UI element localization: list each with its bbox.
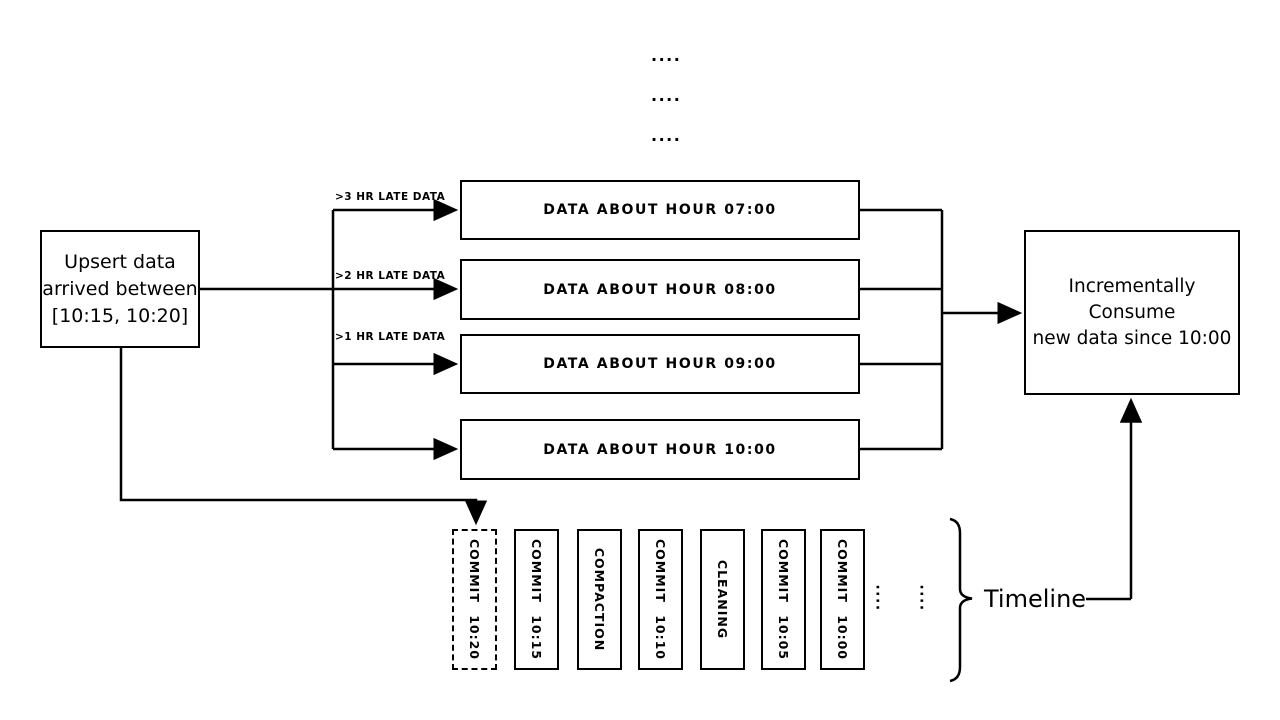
incremental-consume-box-text: Incrementally Consume new data since 10:…: [1026, 274, 1238, 352]
timeline-entry-commit-1010: COMMIT 10:10: [638, 529, 683, 670]
timeline-entry-label: COMMIT 10:05: [776, 539, 791, 660]
timeline-ellipsis-1: ....: [872, 584, 889, 612]
label-late-3hr: >3 HR LATE DATA: [335, 191, 446, 203]
hour-box-0700: DATA ABOUT HOUR 07:00: [460, 180, 860, 240]
timeline-entry-label: COMMIT 10:20: [467, 539, 482, 660]
incremental-consume-box: Incrementally Consume new data since 10:…: [1024, 230, 1240, 395]
timeline-entry-commit-1015: COMMIT 10:15: [514, 529, 559, 670]
hour-box-1000: DATA ABOUT HOUR 10:00: [460, 419, 860, 480]
timeline-entry-label: COMMIT 10:00: [835, 539, 850, 660]
consume-line-1: Incrementally Consume: [1068, 275, 1196, 323]
upsert-line-3: [10:15, 10:20]: [51, 304, 189, 327]
timeline-entry-commit-1005: COMMIT 10:05: [761, 529, 806, 670]
label-late-2hr: >2 HR LATE DATA: [335, 270, 446, 282]
timeline-entry-label: COMMIT 10:15: [529, 539, 544, 660]
timeline-entry-compaction: COMPACTION: [577, 529, 622, 670]
label-late-1hr: >1 HR LATE DATA: [335, 331, 446, 343]
consume-line-2: new data since 10:00: [1032, 327, 1232, 349]
timeline-ellipsis-2: ....: [916, 584, 933, 612]
upsert-data-box-text: Upsert data arrived between [10:15, 10:2…: [42, 249, 197, 330]
upsert-line-1: Upsert data: [64, 250, 176, 273]
hour-box-0900: DATA ABOUT HOUR 09:00: [460, 334, 860, 394]
upsert-data-box: Upsert data arrived between [10:15, 10:2…: [40, 230, 200, 348]
timeline-entry-label: COMPACTION: [592, 547, 607, 652]
timeline-entry-cleaning: CLEANING: [700, 529, 745, 670]
timeline-entry-commit-1000: COMMIT 10:00: [820, 529, 865, 670]
top-ellipsis-row-3: ....: [651, 126, 682, 145]
timeline-entry-commit-1020: COMMIT 10:20: [452, 529, 497, 670]
upsert-line-2: arrived between: [42, 277, 198, 300]
hour-box-0800: DATA ABOUT HOUR 08:00: [460, 259, 860, 320]
timeline-title: Timeline: [984, 585, 1087, 613]
arrow-upsert-to-commit: [119, 348, 488, 526]
timeline-brace: [949, 517, 973, 683]
timeline-entry-label: COMMIT 10:10: [653, 539, 668, 660]
top-ellipsis-row-2: ....: [651, 86, 682, 105]
timeline-entry-label: CLEANING: [715, 559, 730, 640]
top-ellipsis-row-1: ....: [651, 46, 682, 65]
